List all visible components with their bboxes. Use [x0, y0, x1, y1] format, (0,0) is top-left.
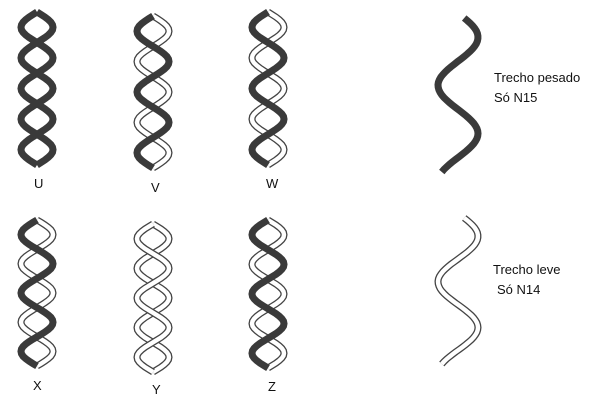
legend-heavy-title: Trecho pesado — [494, 68, 580, 88]
molecule-label-w: W — [266, 176, 278, 191]
legend-strands-group — [438, 18, 478, 364]
molecule-label-v: V — [151, 180, 160, 195]
dna-molecule-x — [21, 220, 53, 366]
molecule-label-x: X — [33, 378, 42, 393]
dna-molecule-u — [21, 12, 53, 165]
molecule-label-u: U — [34, 176, 43, 191]
legend-heavy-text: Trecho pesado Só N15 — [494, 68, 580, 108]
legend-light-title: Trecho leve — [493, 260, 560, 280]
molecule-label-z: Z — [268, 379, 276, 394]
molecule-label-y: Y — [152, 382, 161, 397]
legend-light-text: Trecho leve Só N14 — [493, 260, 560, 300]
dna-molecule-y — [137, 224, 169, 372]
legend-light-subtitle: Só N14 — [493, 280, 560, 300]
legend-strand-light — [438, 218, 478, 364]
legend-heavy-subtitle: Só N15 — [494, 88, 580, 108]
legend-strand-heavy — [438, 18, 478, 172]
dna-molecule-v — [137, 16, 169, 168]
dna-molecule-w — [252, 12, 284, 165]
dna-molecule-z — [252, 220, 284, 368]
